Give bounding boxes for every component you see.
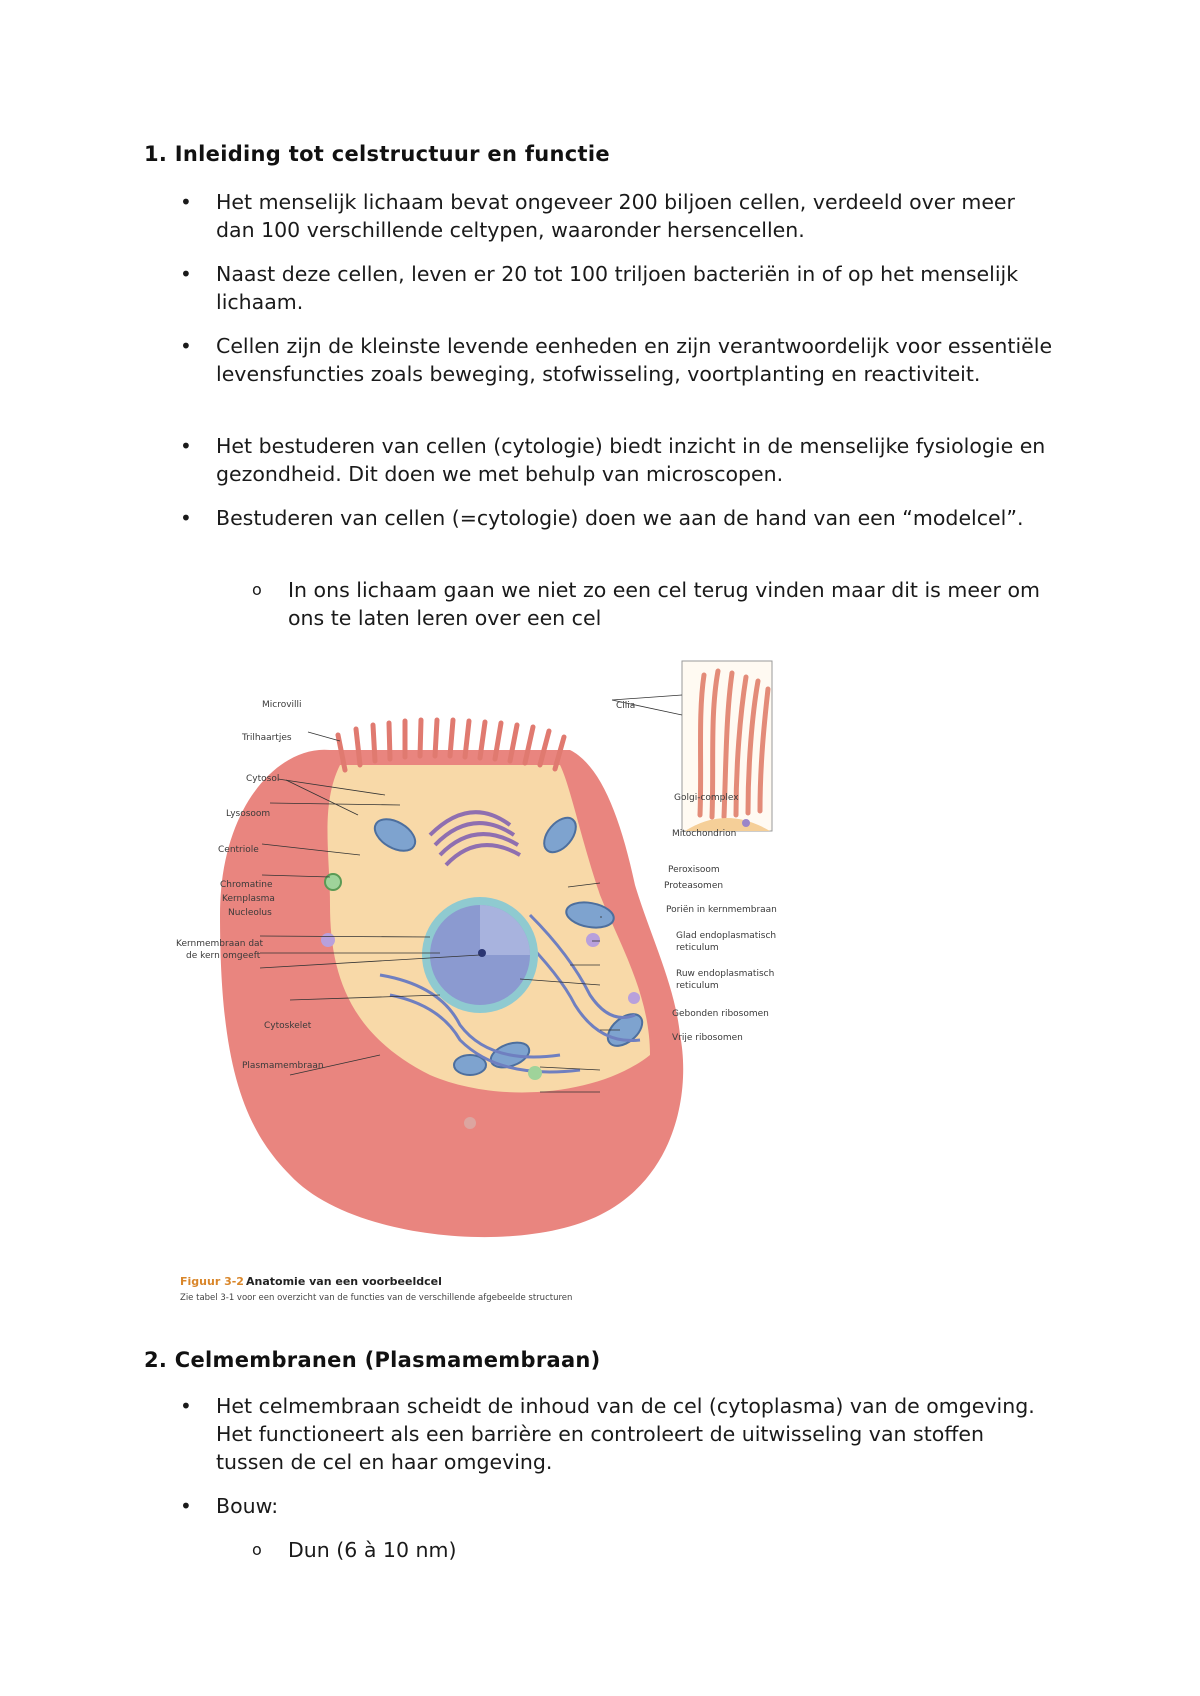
section-heading-2: 2. Celmembranen (Plasmamembraan) — [144, 1348, 601, 1372]
label-microvilli: Microvilli — [262, 700, 302, 710]
label-porien: Poriën in kernmembraan — [666, 905, 777, 915]
mitochondria — [373, 816, 644, 1076]
label-chromatine: Chromatine — [220, 880, 273, 890]
lysosome — [324, 873, 342, 891]
label-trilhaartjes: Trilhaartjes — [242, 733, 292, 743]
label-glad-er: Glad endoplasmatisch — [676, 931, 777, 941]
bullet-icon: • — [180, 506, 192, 530]
figure-caption-subtitle: Zie tabel 3-1 voor een overzicht van de … — [180, 1293, 573, 1303]
section-heading-1: 1. Inleiding tot celstructuur en functie — [144, 142, 610, 166]
label-vrije-ribosomen: Vrije ribosomen — [672, 1033, 743, 1043]
label-cytoskelet: Cytoskelet — [264, 1021, 312, 1031]
label-plasmamembraan: Plasmamembraan — [242, 1061, 324, 1071]
label-peroxisoom: Peroxisoom — [668, 865, 720, 875]
label-leader-lines — [259, 694, 683, 1093]
figure-caption-title: Anatomie van een voorbeeldcel — [246, 1275, 442, 1288]
label-nucleolus: Nucleolus — [228, 908, 272, 918]
bullet-icon: • — [180, 190, 192, 214]
cilia-inset-base — [685, 818, 770, 831]
label-lysosoom: Lysosoom — [226, 809, 271, 819]
bullet-icon: • — [180, 262, 192, 286]
label-mitochondrion: Mitochondrion — [672, 829, 737, 839]
cell-illustration — [220, 660, 773, 1238]
label-glad-er-2: reticulum — [676, 943, 719, 953]
sub-bullet-icon: o — [252, 1540, 262, 1559]
label-proteasomen: Proteasomen — [664, 881, 724, 891]
peroxisome — [586, 933, 600, 947]
bullet-icon: • — [180, 1394, 192, 1418]
label-cytosol: Cytosol — [246, 774, 280, 784]
label-gebonden-ribosomen: Gebonden ribosomen — [672, 1009, 769, 1019]
microvilli — [335, 717, 567, 773]
sub-bullet-icon: o — [252, 580, 262, 599]
bullet-icon: • — [180, 1494, 192, 1518]
label-ruw-er-2: reticulum — [676, 981, 719, 991]
label-cilia: Cilia — [616, 701, 636, 711]
label-kernplasma: Kernplasma — [222, 894, 275, 904]
cell-anatomy-figure: Microvilli Trilhaartjes Cytosol Lysosoom… — [176, 655, 820, 1315]
label-kernmembraan-2: de kern omgeeft — [186, 951, 261, 961]
vesicle — [321, 933, 335, 947]
figure-caption-number: Figuur 3-2 — [180, 1275, 244, 1288]
cilia-inset-strands — [697, 668, 771, 820]
label-golgi: Golgi-complex — [674, 793, 739, 803]
label-kernmembraan: Kernmembraan dat — [176, 939, 264, 949]
bullet-icon: • — [180, 434, 192, 458]
golgi-complex — [428, 810, 521, 867]
label-centriole: Centriole — [218, 845, 259, 855]
bullet-icon: • — [180, 334, 192, 358]
label-ruw-er: Ruw endoplasmatisch — [676, 969, 775, 979]
nucleolus — [478, 949, 486, 957]
